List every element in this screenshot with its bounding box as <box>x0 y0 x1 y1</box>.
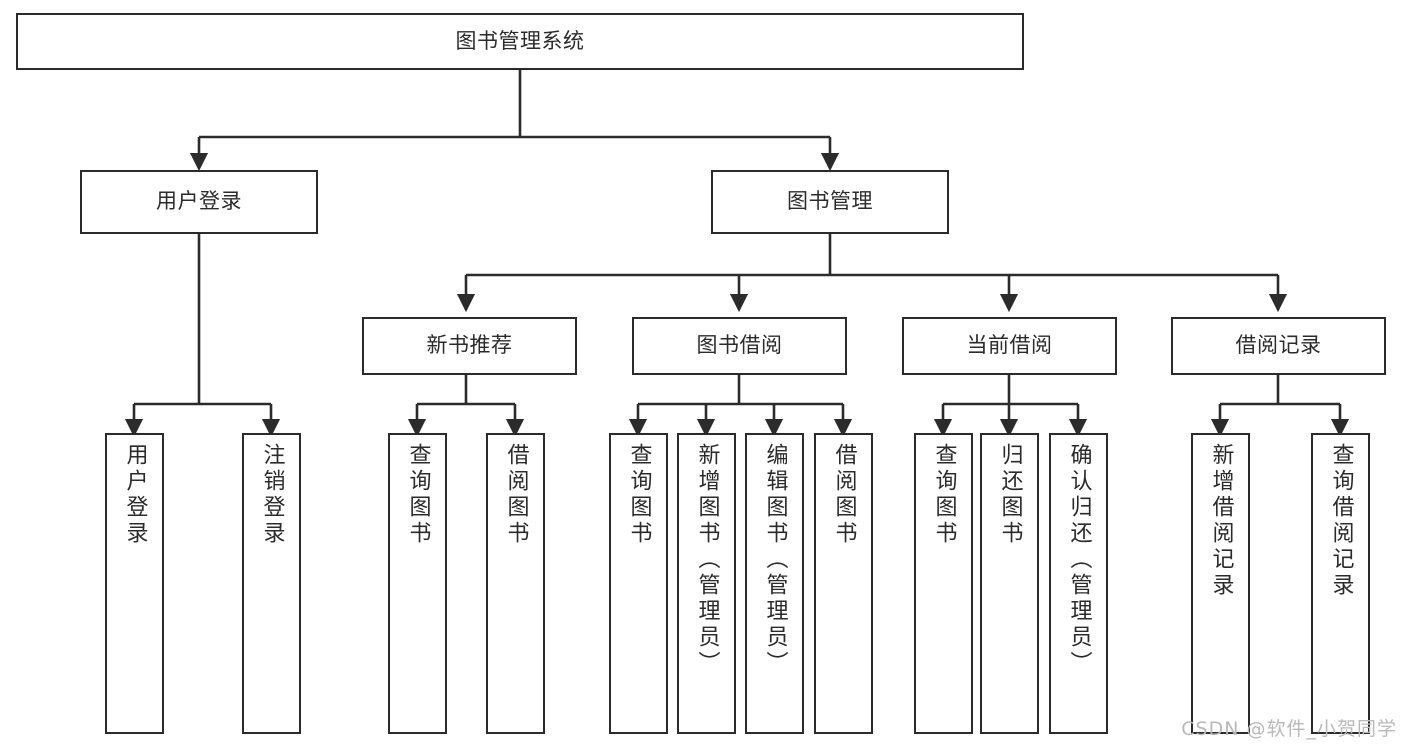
node-leaf-add-record[interactable]: 新增借阅记录 <box>1191 433 1250 734</box>
node-leaf-query-book-2-label: 查询图书 <box>626 443 652 547</box>
node-book-manage-label: 图书管理 <box>787 189 873 214</box>
node-leaf-user-login-label: 用户登录 <box>122 443 148 547</box>
node-leaf-add-book[interactable]: 新增图书（管理员） <box>677 433 736 734</box>
node-book-borrow[interactable]: 图书借阅 <box>632 317 847 375</box>
node-leaf-borrow-book-2[interactable]: 借阅图书 <box>814 433 873 734</box>
node-current-borrow-label: 当前借阅 <box>966 333 1053 358</box>
node-leaf-query-book-2[interactable]: 查询图书 <box>609 433 668 734</box>
node-leaf-borrow-book-1-label: 借阅图书 <box>503 443 529 547</box>
node-leaf-query-record[interactable]: 查询借阅记录 <box>1311 433 1370 734</box>
node-leaf-query-book-3-label: 查询图书 <box>931 443 957 547</box>
node-leaf-logout-login[interactable]: 注销登录 <box>242 433 301 734</box>
node-leaf-logout-login-label: 注销登录 <box>259 443 285 547</box>
node-root-label: 图书管理系统 <box>455 28 585 53</box>
node-leaf-add-book-label: 新增图书（管理员） <box>694 443 720 677</box>
node-root[interactable]: 图书管理系统 <box>16 13 1024 70</box>
node-leaf-edit-book[interactable]: 编辑图书（管理员） <box>745 433 804 734</box>
node-current-borrow[interactable]: 当前借阅 <box>902 317 1117 375</box>
node-leaf-query-book-1[interactable]: 查询图书 <box>388 433 447 734</box>
node-leaf-confirm-return[interactable]: 确认归还（管理员） <box>1049 433 1108 734</box>
node-leaf-add-record-label: 新增借阅记录 <box>1208 443 1234 599</box>
node-leaf-borrow-book-1[interactable]: 借阅图书 <box>486 433 545 734</box>
node-leaf-query-book-1-label: 查询图书 <box>405 443 431 547</box>
node-leaf-query-book-3[interactable]: 查询图书 <box>914 433 973 734</box>
node-leaf-return-book[interactable]: 归还图书 <box>980 433 1039 734</box>
node-user-login[interactable]: 用户登录 <box>80 170 318 234</box>
node-borrow-record[interactable]: 借阅记录 <box>1171 317 1386 375</box>
node-leaf-user-login[interactable]: 用户登录 <box>105 433 164 734</box>
node-book-borrow-label: 图书借阅 <box>696 333 783 358</box>
node-new-book-recommend-label: 新书推荐 <box>426 333 513 358</box>
node-leaf-borrow-book-2-label: 借阅图书 <box>831 443 857 547</box>
node-borrow-record-label: 借阅记录 <box>1235 333 1322 358</box>
node-leaf-query-record-label: 查询借阅记录 <box>1328 443 1354 599</box>
node-user-login-label: 用户登录 <box>156 189 242 214</box>
node-new-book-recommend[interactable]: 新书推荐 <box>362 317 577 375</box>
node-leaf-edit-book-label: 编辑图书（管理员） <box>762 443 788 677</box>
node-book-manage[interactable]: 图书管理 <box>711 170 949 234</box>
node-leaf-return-book-label: 归还图书 <box>997 443 1023 547</box>
node-leaf-confirm-return-label: 确认归还（管理员） <box>1066 443 1092 677</box>
